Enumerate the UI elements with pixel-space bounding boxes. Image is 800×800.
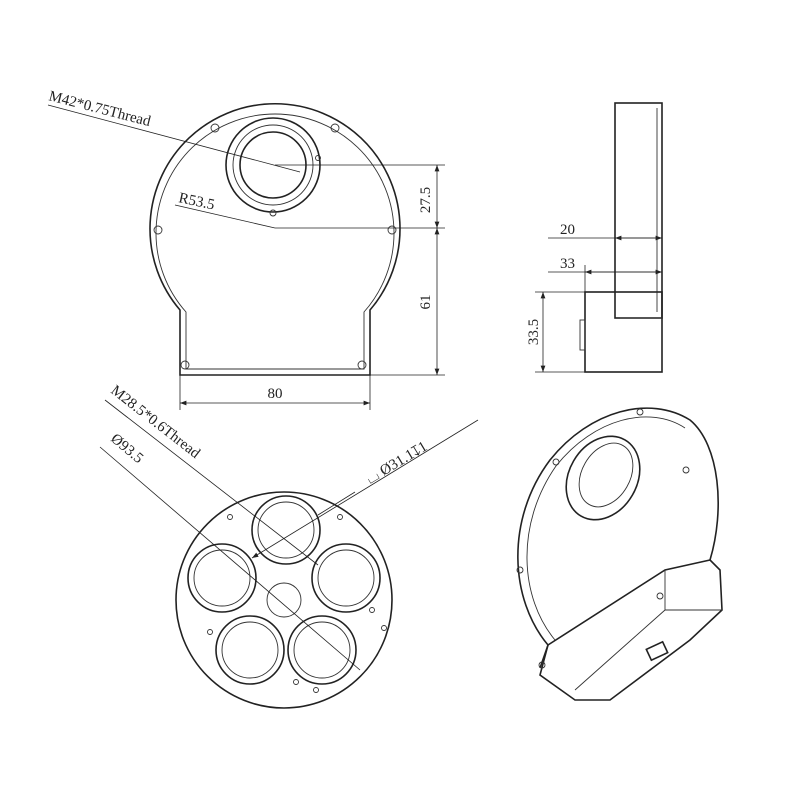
filter-wheel-view bbox=[99, 399, 479, 709]
dim-depth-top-label: 20 bbox=[560, 222, 575, 238]
dim-offset-label: 27.5 bbox=[418, 187, 434, 213]
radius-label: R53.5 bbox=[177, 190, 216, 213]
diameter-label: Ø93.5 bbox=[107, 431, 146, 467]
dim-box-height-label: 33.5 bbox=[526, 319, 542, 345]
isometric-view bbox=[516, 407, 723, 701]
dim-height-label: 61 bbox=[418, 295, 434, 310]
front-view bbox=[47, 102, 445, 410]
counterbore-label: ⌴ Ø31.1↧1 bbox=[364, 439, 430, 488]
side-view bbox=[535, 102, 663, 373]
dim-width-label: 80 bbox=[268, 386, 283, 402]
dim-depth-total-label: 33 bbox=[560, 256, 575, 272]
